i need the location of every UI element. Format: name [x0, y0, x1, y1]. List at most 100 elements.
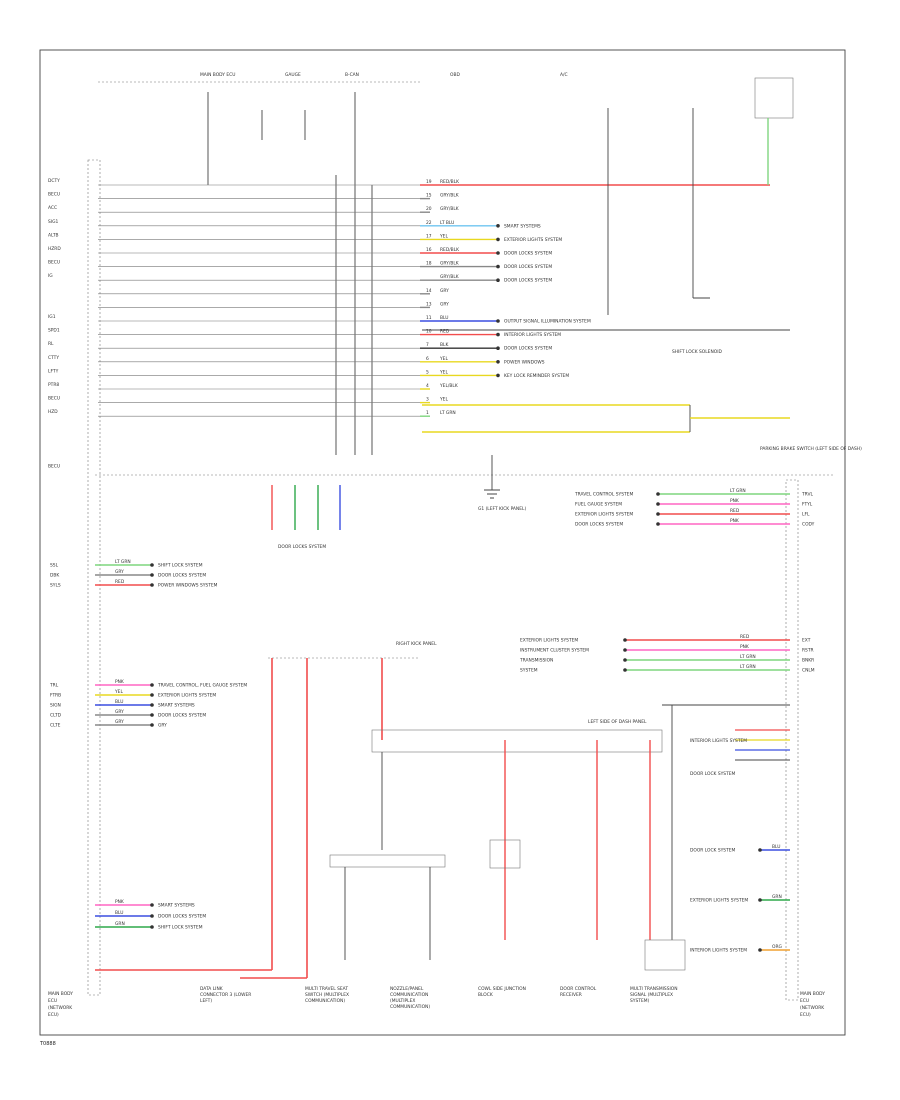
left_lower_items-color: PNK: [115, 679, 124, 685]
left_bottom_items-dest: DOOR LOCKS SYSTEM: [158, 914, 206, 920]
left_bottom_items-color: PNK: [115, 899, 124, 905]
upper-wire-color: YEL/BLK: [439, 383, 458, 389]
upper-wire-color: RED/BLK: [440, 179, 459, 185]
right_lower_items-color: ORG: [772, 944, 783, 950]
left_lower_items-pin: FTRB: [50, 693, 61, 699]
lower-component-line: (MULTIPLEX: [390, 998, 415, 1004]
upper-wire-pin: 17: [426, 233, 432, 239]
top-right-switch-area: [607, 77, 794, 315]
arrow-icon: [150, 723, 154, 727]
right_mid_items-dest: EXTERIOR LIGHTS SYSTEM: [520, 638, 578, 644]
right_mid_items-color: RED: [740, 634, 750, 640]
upper-wire-color: YEL: [439, 356, 448, 362]
upper-wire-pin: 13: [426, 301, 432, 307]
switch-box: [754, 77, 794, 119]
upper-wire-dest: DOOR LOCKS SYSTEM: [504, 264, 552, 270]
upper-pin-15: PTR8: [48, 382, 59, 388]
right_upper_items-pin: CODY: [802, 522, 815, 528]
right_mid_items-dest: TRANSMISSION: [519, 658, 553, 664]
right_mid_items-dest: SYSTEM: [520, 668, 538, 674]
upper-wire-pin: 20: [426, 206, 432, 212]
arrow-icon: [150, 914, 154, 918]
lower-component-line: DATA LINK: [200, 986, 223, 992]
arrow-icon: [496, 237, 500, 242]
arrow-icon: [150, 693, 154, 697]
arrow-icon: [496, 332, 500, 337]
arrow-icon: [150, 925, 154, 929]
upper-pin-14: LFTY: [48, 368, 59, 374]
upper-wire-color: GRY/BLK: [440, 274, 459, 280]
left_lower_items-pin: CLTE: [50, 723, 61, 729]
right_upper_items-dest: TRAVEL CONTROL SYSTEM: [574, 492, 633, 498]
upper-pin-0: DCTY: [48, 178, 60, 184]
left_lower_items-dest: TRAVEL CONTROL, FUEL GAUGE SYSTEM: [157, 683, 247, 689]
lower-connector-box: [329, 854, 446, 868]
right_mid_items-pin: BNKR: [802, 658, 814, 664]
right_upper_items-pin: FTYL: [802, 502, 813, 508]
upper-pin-5: HZRD: [48, 246, 61, 252]
arrow-icon: [496, 278, 500, 283]
arrow-icon: [150, 583, 154, 587]
left_lower_items-color: GRY: [115, 719, 124, 725]
smart-section: INTERIOR LIGHTS SYSTEM DOOR LOCK SYSTEM: [690, 729, 790, 777]
arrow-icon: [150, 903, 154, 907]
top-source-4: A/C: [560, 72, 568, 78]
upper-wire-dest: KEY LOCK REMINDER SYSTEM: [504, 373, 569, 379]
upper-wire-color: RED/BLK: [440, 247, 459, 253]
left_mid_items-dest: DOOR LOCKS SYSTEM: [158, 573, 206, 579]
left-lower-wires: TRAVEL CONTROL, FUEL GAUGE SYSTEMPNKTRLE…: [49, 679, 247, 729]
arrow-icon: [150, 713, 154, 717]
right_upper_items-dest: EXTERIOR LIGHTS SYSTEM: [575, 512, 633, 518]
upper-wire-pin: 3: [426, 397, 429, 403]
right_upper_items-pin: LFL: [802, 512, 810, 518]
arrow-icon: [656, 502, 660, 506]
lower-component-line: MULTI TRAVEL SEAT: [305, 986, 348, 992]
right_lower_items-color: GRN: [772, 894, 782, 900]
junction2-label: LEFT SIDE OF DASH PANEL: [588, 719, 647, 725]
mid-connector-label: DOOR LOCKS SYSTEM: [278, 544, 326, 550]
right_upper_items-dest: FUEL GAUGE SYSTEM: [575, 502, 622, 508]
arrow-icon: [758, 948, 762, 952]
arrow-icon: [656, 522, 660, 526]
left-unit-line-2: ECU: [48, 998, 57, 1004]
arrow-icon: [623, 668, 627, 672]
junction-block: [371, 729, 663, 753]
top-source-0: MAIN BODY ECU: [200, 72, 235, 78]
left_bottom_items-dest: SHIFT LOCK SYSTEM: [158, 925, 203, 931]
upper-wire-pin: 15: [426, 193, 432, 199]
upper-wire-color: LT BLU: [440, 220, 454, 226]
arrow-icon: [623, 648, 627, 652]
upper-pin-13: CTTY: [48, 355, 59, 361]
arrow-icon: [150, 573, 154, 577]
upper-wire-pin: 14: [426, 288, 432, 294]
arrow-icon: [496, 346, 500, 351]
arrow-icon: [150, 683, 154, 687]
upper-wire-pin: 7: [426, 342, 429, 348]
ground-symbol: [484, 489, 500, 499]
top-source-2: B-CAN: [345, 72, 359, 78]
upper-wire-pin: 16: [426, 247, 432, 253]
upper-wire-pin: 5: [426, 369, 429, 375]
parking-label: PARKING BRAKE SWITCH (LEFT SIDE OF DASH): [760, 446, 862, 452]
right_upper_items-dest: DOOR LOCKS SYSTEM: [575, 522, 623, 528]
upper-pin-6: BECU: [48, 260, 60, 266]
upper-wire-color: YEL: [439, 397, 448, 403]
diagram-frame: [39, 49, 846, 1036]
arrow-icon: [496, 251, 500, 255]
right-unit-label: MAIN BODY ECU (NETWORK ECU): [800, 991, 825, 1018]
left_mid_items-pin: SSL: [50, 563, 59, 569]
upper-pin-17: HZD: [48, 409, 58, 415]
junction-block-box: [644, 939, 686, 971]
right_lower_items-color: BLU: [772, 844, 780, 850]
